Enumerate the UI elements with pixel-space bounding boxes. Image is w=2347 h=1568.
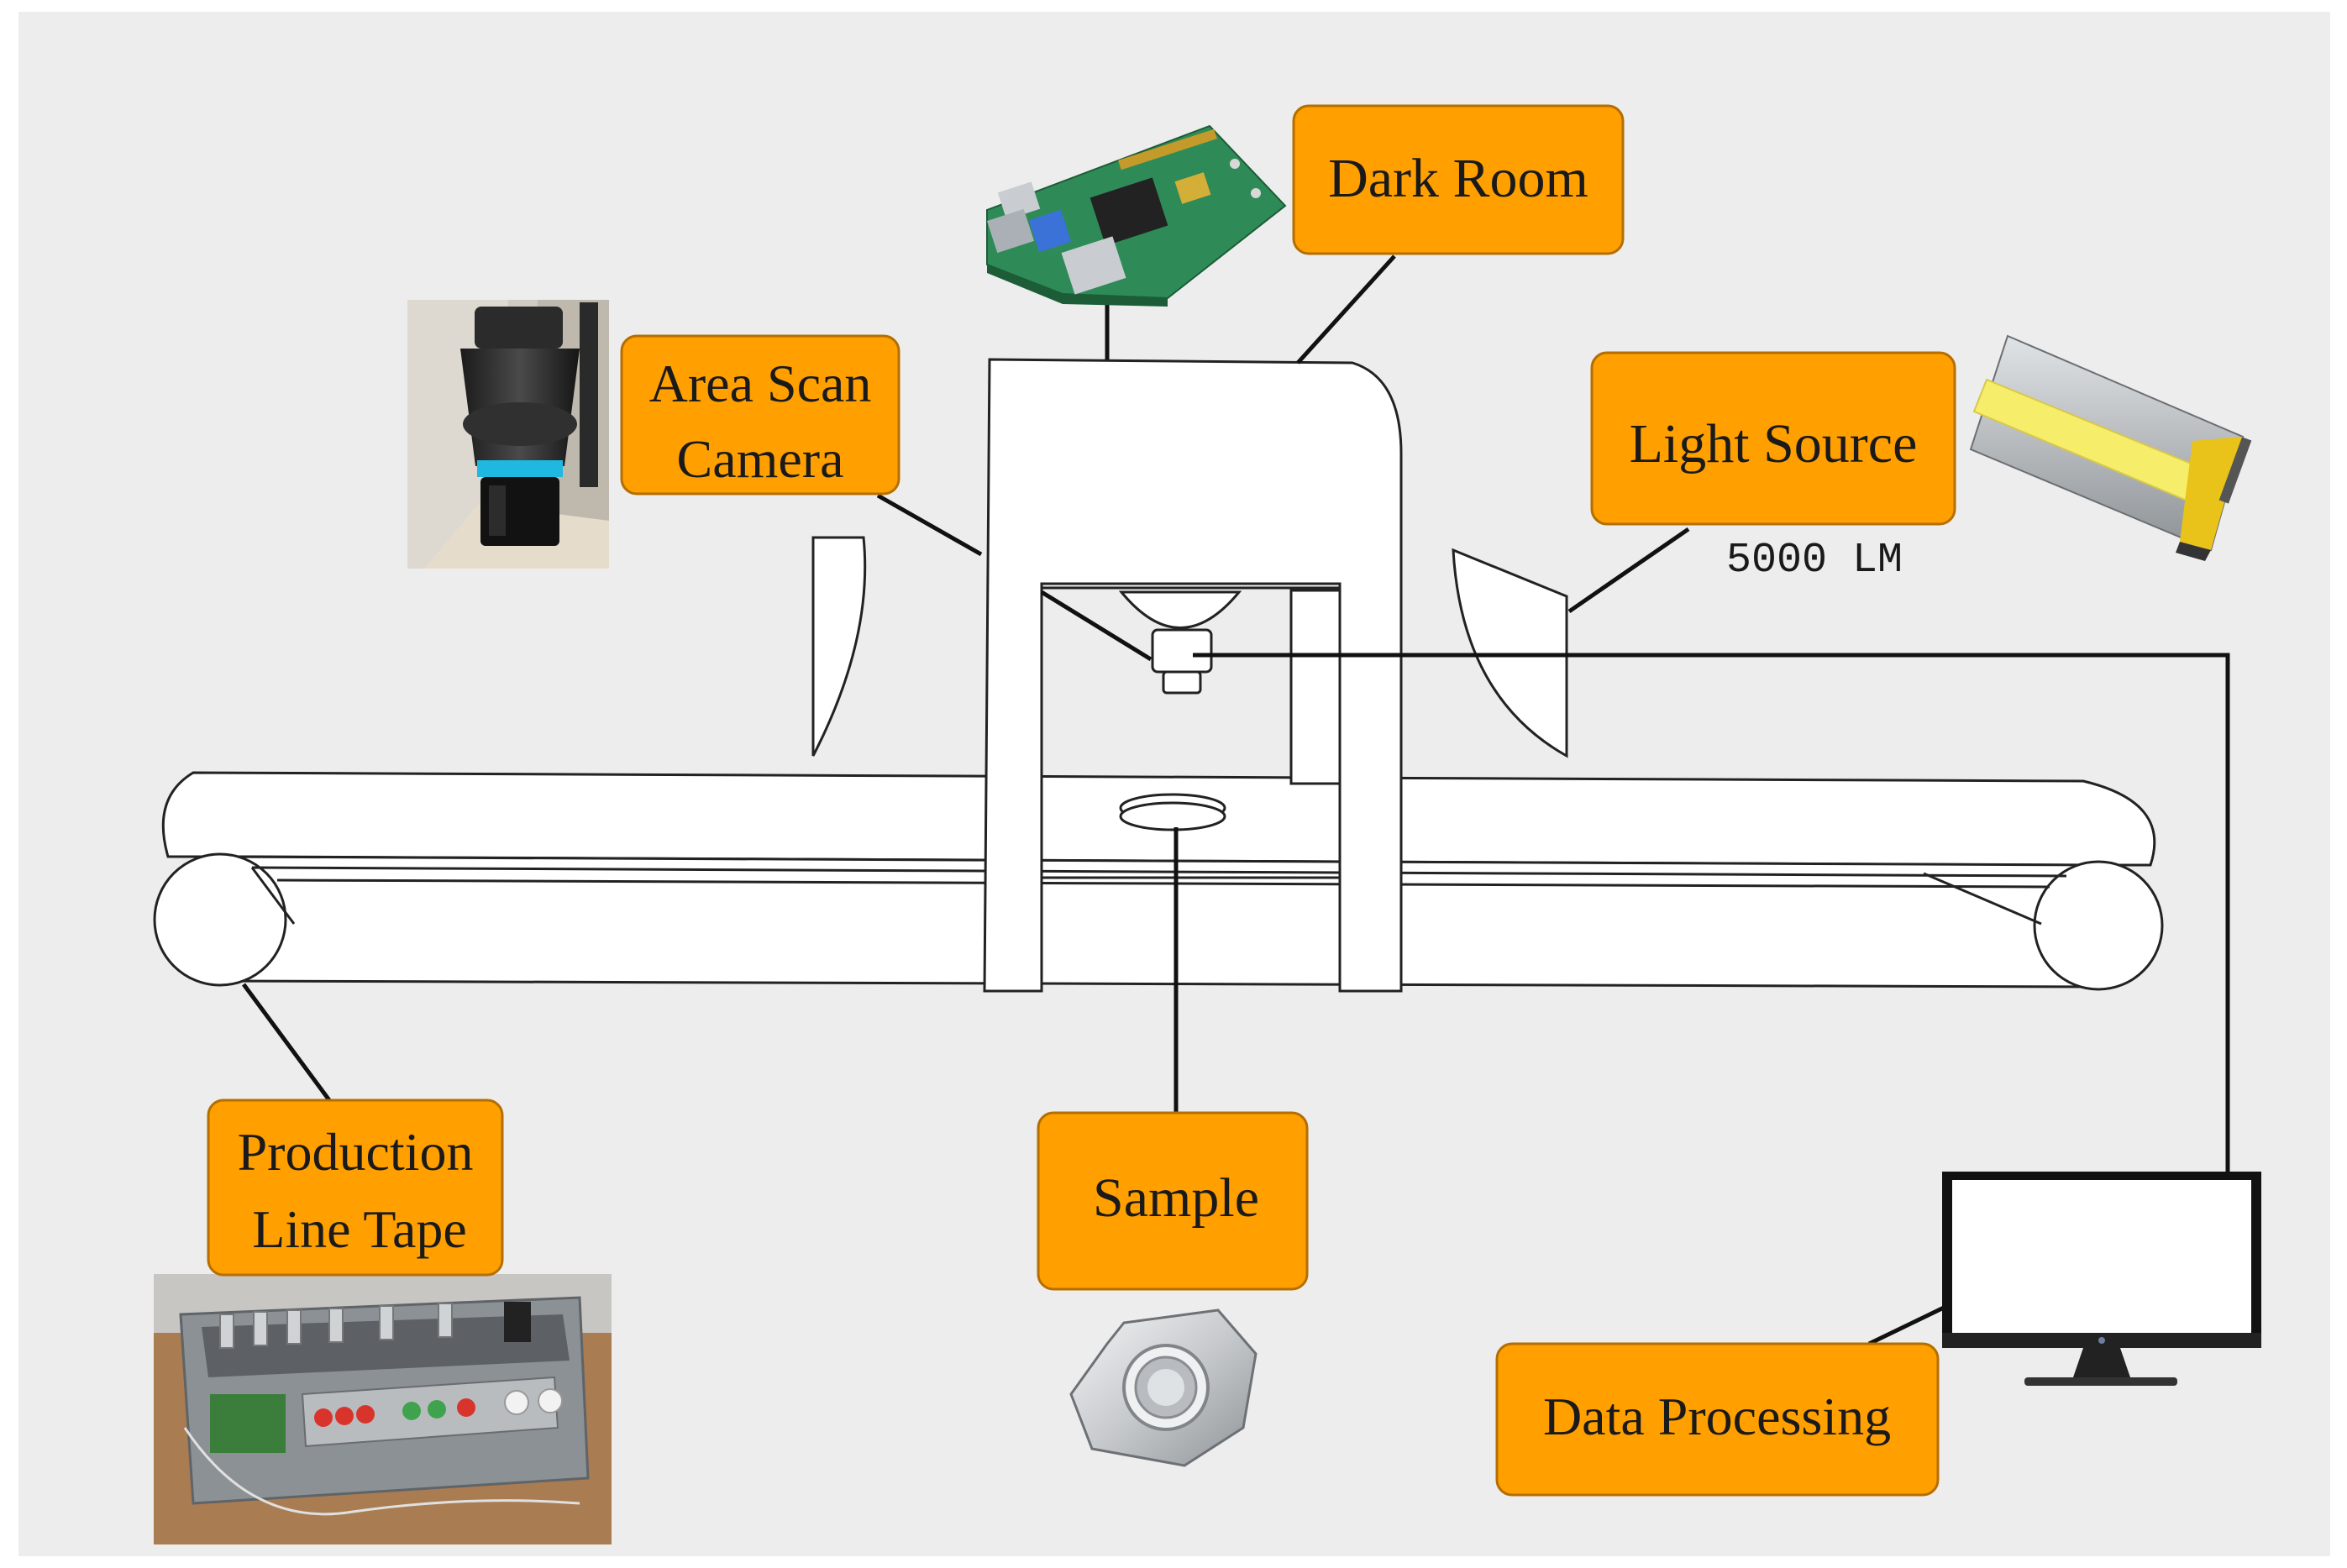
sample-ring-bottom <box>1119 801 1226 831</box>
connector-data-cable <box>1193 653 2230 1172</box>
sample-on-belt <box>1119 793 1226 831</box>
enclosure-top <box>983 358 1403 993</box>
label-data-processing: Data Processing <box>1495 1342 1940 1497</box>
belt-right-roller <box>2033 860 2164 991</box>
camera-lens-body <box>1151 628 1213 674</box>
light-spec-text: 5000 LM <box>1726 537 1903 585</box>
production-line-tape-label-line2: Line Tape <box>252 1199 467 1259</box>
connector-production <box>241 983 332 1102</box>
belt-left-roller <box>153 852 287 987</box>
area-scan-camera-icon <box>407 300 609 569</box>
hex-nut-icon <box>1069 1308 1258 1467</box>
belt-left-diagonal <box>250 867 296 925</box>
left-light-reflector <box>811 536 867 757</box>
area-scan-camera-label-line2: Camera <box>677 429 844 489</box>
dark-room-enclosure <box>983 358 1403 993</box>
belt-edge-line-2 <box>276 878 2050 889</box>
connector-camera-inner <box>1040 590 1152 662</box>
label-area-scan-camera: Area Scan Camera <box>620 334 900 496</box>
raspberry-pi-board-icon <box>986 124 1287 307</box>
camera-dome <box>1118 590 1242 629</box>
light-source-label: Light Source <box>1630 413 1918 475</box>
connector-lines <box>241 254 2230 1346</box>
enclosure-right-post <box>1289 589 1342 785</box>
label-production-line-tape: Production Line Tape <box>207 1099 504 1277</box>
belt-right-diagonal <box>1923 872 2042 926</box>
monitor-icon <box>1942 1172 2261 1386</box>
production-line-panel-icon <box>154 1274 612 1544</box>
connector-camera <box>876 493 983 557</box>
connector-data-processing <box>1867 1303 1949 1346</box>
led-flood-light-icon <box>1969 334 2252 561</box>
label-light-source: Light Source <box>1590 351 1956 526</box>
belt-edge-line <box>251 866 2067 878</box>
connector-light <box>1567 527 1690 614</box>
label-dark-room: Dark Room <box>1292 104 1625 255</box>
label-sample: Sample <box>1037 1111 1309 1291</box>
sample-label: Sample <box>1093 1167 1259 1229</box>
production-line-tape-label-line1: Production <box>238 1122 474 1182</box>
camera-lens-tip <box>1162 670 1202 695</box>
camera-mount <box>1118 590 1242 695</box>
area-scan-camera-label-line1: Area Scan <box>649 354 872 413</box>
data-processing-label: Data Processing <box>1543 1387 1891 1446</box>
dark-room-label: Dark Room <box>1328 148 1588 209</box>
connector-dark-room <box>1296 254 1396 364</box>
